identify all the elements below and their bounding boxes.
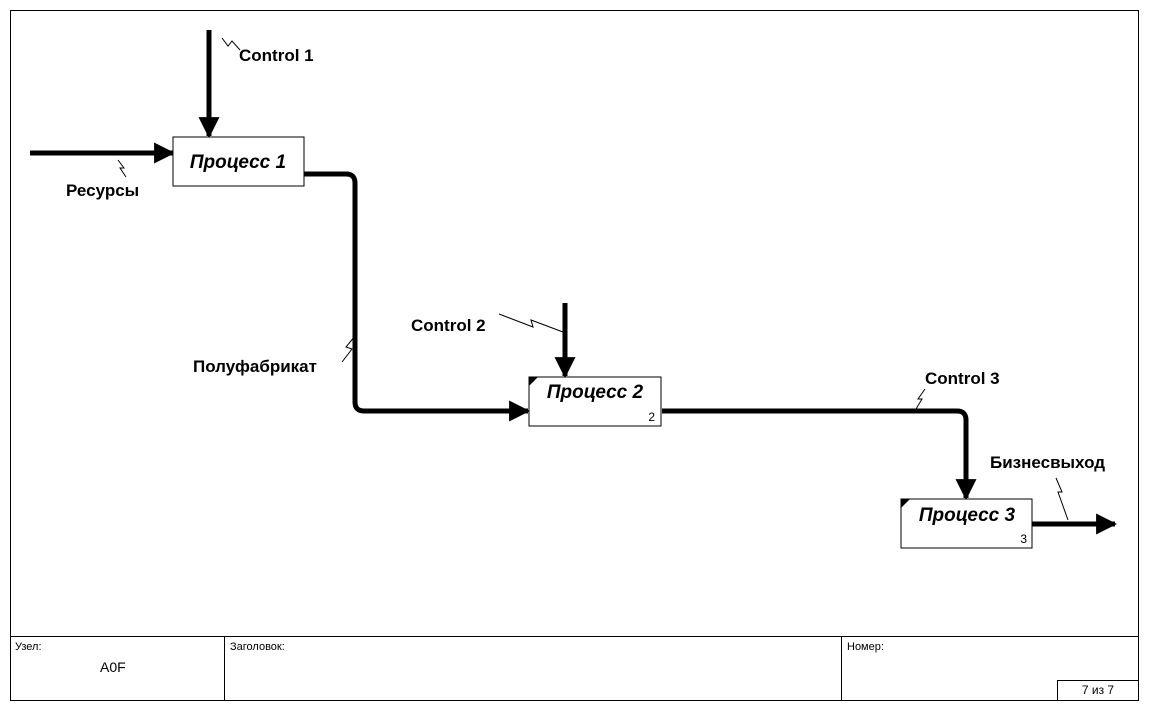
process-3-number: 3	[1020, 532, 1027, 546]
control2-label: Control 2	[411, 316, 486, 335]
node-caption: Узел:	[15, 641, 42, 653]
title-caption: Заголовок:	[230, 641, 285, 653]
title-block: Узел: A0F Заголовок: Номер: 7 из 7	[10, 636, 1139, 701]
control1-squiggle	[221, 37, 241, 51]
control1-label: Control 1	[239, 46, 314, 65]
resources-label: Ресурсы	[66, 181, 139, 200]
process-1-label: Процесс 1	[190, 152, 286, 173]
process-3-box[interactable]: Процесс 3 3	[900, 498, 1033, 549]
node-cell: Узел: A0F	[10, 637, 225, 701]
resources-squiggle	[117, 159, 127, 178]
semi-product-arrow	[304, 171, 531, 422]
process-2-box[interactable]: Процесс 2 2	[528, 376, 662, 427]
output-label: Бизнесвыход	[990, 453, 1105, 472]
output-squiggle	[1055, 477, 1069, 521]
process-1-box[interactable]: Процесс 1	[172, 136, 305, 187]
diagram-frame	[10, 10, 1139, 701]
control3-label: Control 3	[925, 369, 1000, 388]
page-counter: 7 из 7	[1057, 680, 1138, 701]
number-cell: Номер: 7 из 7	[842, 637, 1139, 701]
semi-squiggle	[341, 335, 356, 363]
node-value: A0F	[100, 659, 126, 675]
process-2-number: 2	[648, 410, 655, 424]
idef0-diagram: Процесс 1 Процесс 2 2 Процесс 3 3 Contro…	[30, 30, 1118, 549]
control2-squiggle	[498, 313, 564, 333]
number-caption: Номер:	[847, 641, 884, 653]
control3-squiggle	[915, 388, 926, 410]
process-3-label: Процесс 3	[919, 505, 1016, 526]
title-cell: Заголовок:	[225, 637, 842, 701]
semi-product-label: Полуфабрикат	[193, 357, 317, 376]
process-2-label: Процесс 2	[547, 382, 644, 403]
control3-arrow	[662, 408, 977, 501]
